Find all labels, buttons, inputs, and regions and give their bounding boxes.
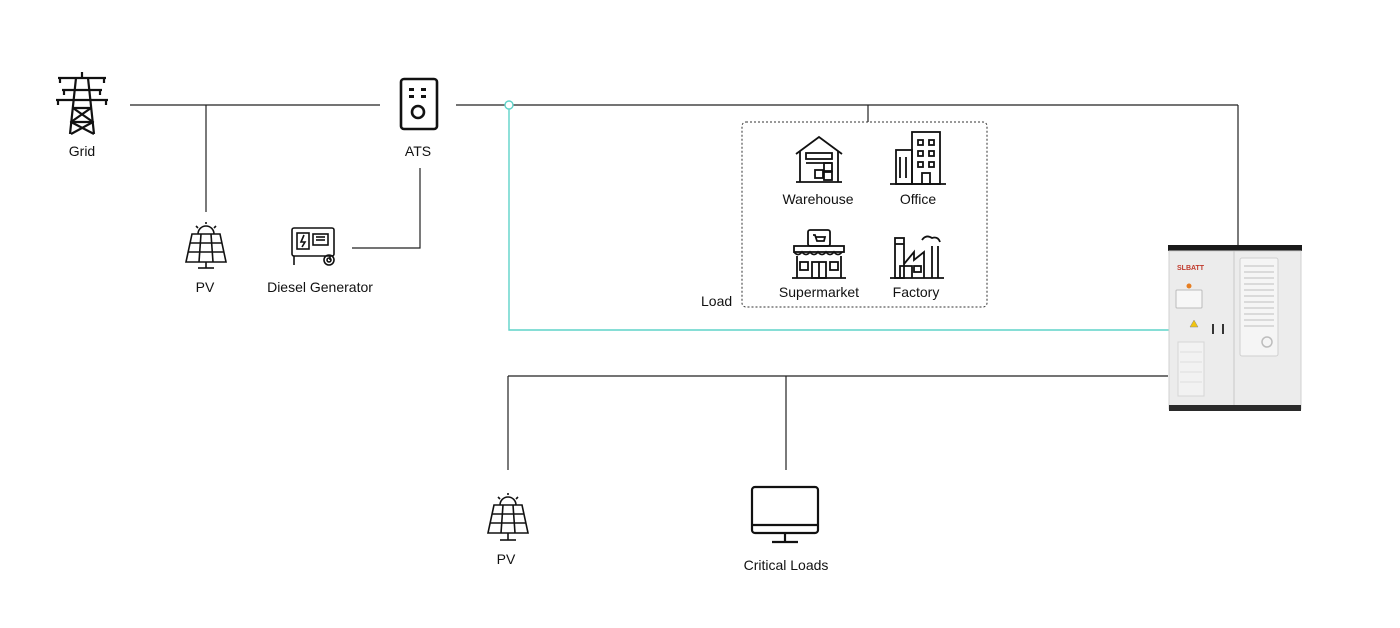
supermarket-label: Supermarket [778,284,860,300]
connection-lines [130,104,1239,470]
critical-loads-label: Critical Loads [743,557,829,573]
load-group-box [741,121,988,308]
solar-panel-icon-top [185,222,227,269]
ats-label: ATS [404,143,432,159]
monitor-icon [750,485,820,544]
cabinet-brand: SLBATT [1177,265,1205,272]
grid-label: Grid [68,143,96,159]
load-group-label: Load [701,293,733,309]
generator-icon [291,227,335,266]
warehouse-label: Warehouse [782,191,854,207]
solar-panel-icon-bottom [487,493,529,541]
office-label: Office [899,191,937,207]
factory-icon [890,235,944,279]
warehouse-icon [795,135,843,183]
office-building-icon [890,131,946,185]
pv-top-label: PV [195,279,215,295]
diesel-generator-label: Diesel Generator [267,279,373,295]
factory-label: Factory [892,284,940,300]
pv-bottom-label: PV [496,551,516,567]
transmission-tower-icon [56,72,108,135]
battery-cabinet-icon: SLBATT [1168,245,1302,411]
supermarket-icon [792,229,846,279]
ats-switch-icon [399,77,439,131]
hybrid-connection-line [504,100,1170,331]
